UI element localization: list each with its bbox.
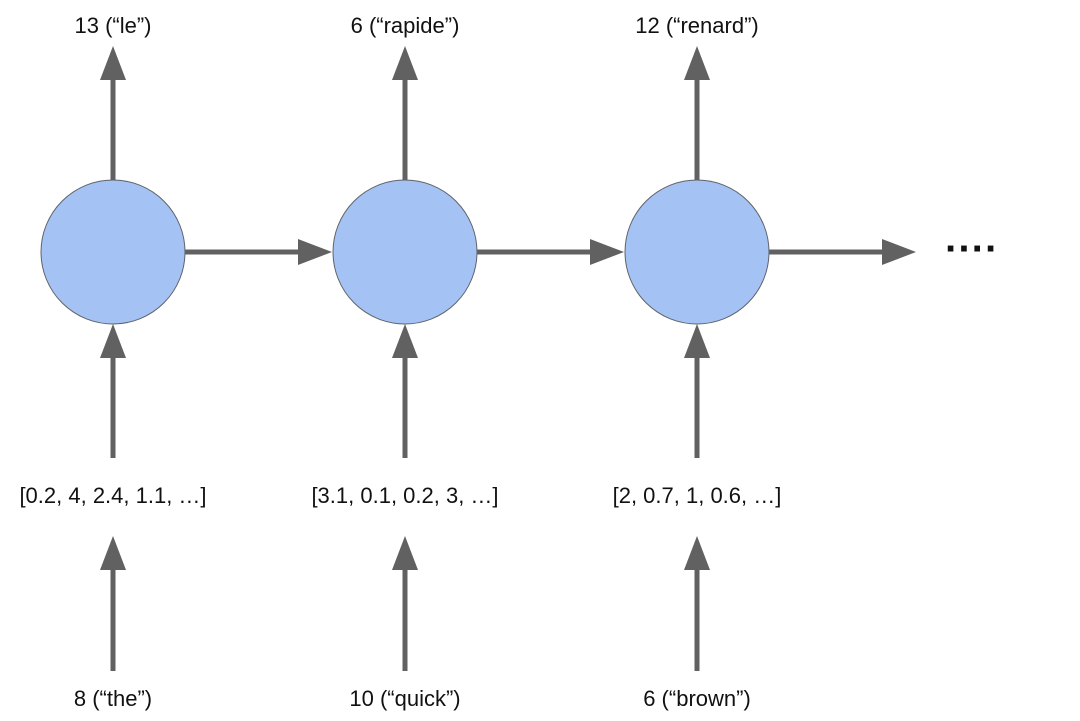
rnn-cell-1 <box>40 179 186 325</box>
vector-label-3: [2, 0.7, 1, 0.6, …] <box>613 483 782 508</box>
vector-label-1: [0.2, 4, 2.4, 1.1, …] <box>19 483 206 508</box>
vector-label-2: [3.1, 0.1, 0.2, 3, …] <box>311 483 498 508</box>
vector-arrow-2 <box>392 324 418 458</box>
recurrent-arrow-2 <box>477 239 624 265</box>
rnn-cell-3 <box>624 179 770 325</box>
output-arrow-2 <box>392 46 418 181</box>
rnn-cell-2 <box>332 179 478 325</box>
recurrent-arrow-1 <box>185 239 332 265</box>
output-label-2: 6 (“rapide”) <box>351 13 460 38</box>
output-arrow-1 <box>100 46 126 181</box>
vector-arrow-1 <box>100 324 126 458</box>
vector-arrow-3 <box>684 324 710 458</box>
output-arrow-3 <box>684 46 710 181</box>
output-label-3: 12 (“renard”) <box>635 13 758 38</box>
continuation-dots: ···· <box>945 227 998 271</box>
input-label-3: 6 (“brown”) <box>643 686 751 711</box>
input-arrow-2 <box>392 536 418 671</box>
output-label-1: 13 (“le”) <box>74 13 151 38</box>
input-arrow-1 <box>100 536 126 671</box>
input-label-1: 8 (“the”) <box>74 686 152 711</box>
input-label-2: 10 (“quick”) <box>349 686 460 711</box>
recurrent-arrow-3 <box>769 239 916 265</box>
input-arrow-3 <box>684 536 710 671</box>
